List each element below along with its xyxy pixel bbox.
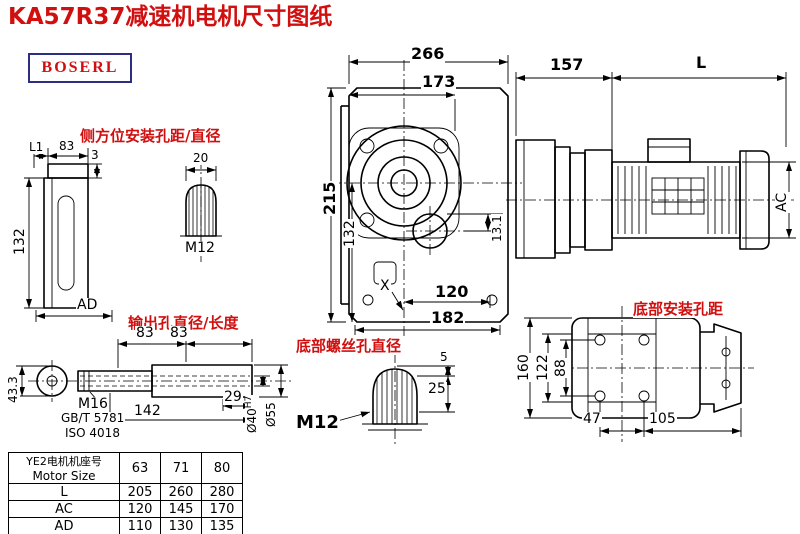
dim-83a-output: 83	[135, 325, 155, 341]
dim-83b-output: 83	[169, 325, 189, 341]
output-shaft-view	[16, 339, 292, 425]
dim-173: 173	[421, 72, 457, 91]
dim-20: 20	[192, 151, 210, 165]
row-label-L: L	[8, 483, 120, 501]
dim-142: 142	[133, 403, 162, 419]
row-label-AC: AC	[8, 500, 120, 518]
dim-157: 157	[549, 55, 585, 74]
dim-L: L	[695, 53, 708, 72]
dim-132-left: 132	[12, 227, 28, 256]
header-frame-80: 80	[201, 452, 243, 484]
dim-M12-side: M12	[184, 240, 216, 256]
header-motor-size-cn: YE2电机机座号	[26, 455, 102, 468]
dim-M16: M16	[77, 396, 109, 412]
dim-160: 160	[516, 353, 532, 382]
table-row-L: L 205 260 280	[8, 483, 243, 501]
cell-AC-71: 145	[160, 500, 202, 518]
side-view	[506, 72, 796, 259]
bottom-screw-view	[329, 352, 455, 446]
table-row-AC: AC 120 145 170	[8, 500, 243, 518]
label-bottom-mount-holes: 底部安装孔距	[633, 300, 724, 318]
dim-M12-bottom: M12	[295, 412, 340, 433]
motor-frame-table: YE2电机机座号 Motor Size 63 71 80 L 205 260 2…	[8, 452, 243, 534]
header-motor-size-en: Motor Size	[32, 469, 96, 483]
dim-3: 3	[90, 148, 100, 162]
dim-132-front: 132	[342, 219, 358, 248]
dim-266: 266	[410, 44, 446, 63]
cell-AC-80: 170	[201, 500, 243, 518]
dim-dia40-H7: Ø40H7	[244, 394, 259, 434]
dim-iso-4018: ISO 4018	[64, 426, 121, 440]
page-title: KA57R37减速机电机尺寸图纸	[8, 4, 333, 30]
header-frame-71: 71	[160, 452, 202, 484]
label-bottom-screw-hole: 底部螺丝孔直径	[296, 337, 402, 355]
front-view	[327, 55, 522, 336]
brand-logo-text: BOSERL	[41, 59, 119, 76]
dim-105: 105	[648, 411, 677, 427]
dim-fit-H7: H7	[244, 395, 254, 409]
dim-88: 88	[553, 358, 569, 378]
dim-AD: AD	[76, 297, 99, 313]
row-label-AD: AD	[8, 517, 120, 534]
cell-L-71: 260	[160, 483, 202, 501]
cell-L-63: 205	[119, 483, 161, 501]
dim-x-mark: X	[379, 278, 391, 294]
cell-AD-71: 130	[160, 517, 202, 534]
dim-120: 120	[434, 282, 470, 301]
dim-122: 122	[535, 353, 551, 382]
dim-47: 47	[582, 411, 602, 427]
table-header-row: YE2电机机座号 Motor Size 63 71 80	[8, 452, 243, 484]
dim-AC: AC	[774, 191, 790, 213]
dim-83-side: 83	[58, 139, 76, 153]
dim-dia40: Ø40	[245, 408, 259, 433]
label-output-hole: 输出孔直径/长度	[128, 314, 239, 332]
cell-AC-63: 120	[119, 500, 161, 518]
dim-43-3: 43.3	[6, 375, 20, 404]
dim-13-1: 13.1	[490, 214, 504, 243]
table-row-AD: AD 110 130 135	[8, 517, 243, 534]
dim-215: 215	[320, 180, 339, 216]
dim-gbt-5781: GB/T 5781	[60, 411, 126, 425]
dim-dia55: Ø55	[264, 401, 278, 428]
side-mount-view	[24, 148, 222, 322]
dim-182: 182	[430, 308, 466, 327]
brand-logo: BOSERL	[28, 53, 132, 83]
label-side-mount-holes: 侧方位安装孔距/直径	[80, 127, 221, 145]
cell-AD-80: 135	[201, 517, 243, 534]
header-frame-63: 63	[119, 452, 161, 484]
cell-AD-63: 110	[119, 517, 161, 534]
dim-5: 5	[439, 350, 449, 364]
cell-L-80: 280	[201, 483, 243, 501]
dim-L1: L1	[28, 140, 45, 154]
header-motor-size: YE2电机机座号 Motor Size	[8, 452, 120, 484]
dim-29: 29	[223, 389, 243, 405]
dim-25: 25	[427, 381, 447, 397]
